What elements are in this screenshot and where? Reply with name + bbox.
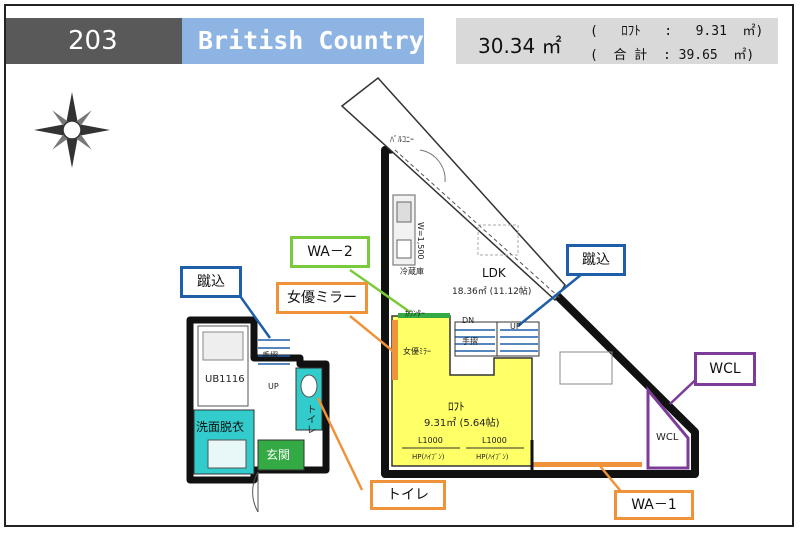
callout-kerikomi-left: 蹴込 [180,266,242,298]
bath-label: UB1116 [205,374,245,385]
left-building [186,316,330,513]
area-main: 30.34 ㎡ [478,34,562,58]
entrance-label: 玄関 [266,448,291,462]
callout-wa1: WA－1 [614,490,694,520]
handrail-left-label: 手摺 [262,351,278,360]
ldk-area-label: 18.36㎡ (11.12帖) [452,287,532,297]
up-right-label: UP [510,322,521,331]
callout-kerikomi-right: 蹴込 [566,244,626,276]
area-box: 30.34 ㎡ ( ﾛﾌﾄ : 9.31 ㎡) ( 合 計 : 39.65 ㎡) [456,18,778,64]
loft-area-line: ( ﾛﾌﾄ : 9.31 ㎡) [590,24,764,39]
compass-icon [34,92,110,168]
handrail-right-label: 手摺 [462,337,478,346]
toilet-room-label: トイレ [304,404,315,434]
loft-area-label: 9.31㎡ (5.64帖) [424,418,500,429]
up-left-label: UP [268,382,279,391]
fridge-label: 冷蔵庫 [400,267,424,276]
loft-label: ﾛﾌﾄ [448,400,465,413]
width-mark-label: W=1,500 [416,222,425,260]
hanger2-sub-label: HP(ﾊｲﾌﾞﾝ) [476,453,509,461]
balcony-label: ﾊﾞﾙｺﾆｰ [390,135,414,144]
wcl-room-label: WCL [656,432,679,443]
hanger2-label: L1000 [482,436,507,445]
down-label: DN [462,316,475,325]
callout-toilet: トイレ [370,480,446,510]
style-name: British Country [182,18,424,64]
hanger1-sub-label: HP(ﾊｲﾌﾞﾝ) [412,453,445,461]
mirror-inline-label: 女優ﾐﾗｰ [403,347,431,356]
callout-wa2: WA－2 [290,236,370,268]
washroom-label: 洗面脱衣 [196,420,245,434]
ldk-label: LDK [482,266,506,280]
page-frame [4,4,794,527]
callout-wcl: WCL [694,352,756,386]
counter-label: ｶｳﾝﾀｰ [405,309,425,318]
total-area-line: ( 合 計 : 39.65 ㎡) [590,48,755,63]
callout-mirror: 女優ミラー [276,282,368,314]
hanger1-label: L1000 [418,436,443,445]
main-building [340,76,699,478]
unit-number: 203 [6,18,182,64]
